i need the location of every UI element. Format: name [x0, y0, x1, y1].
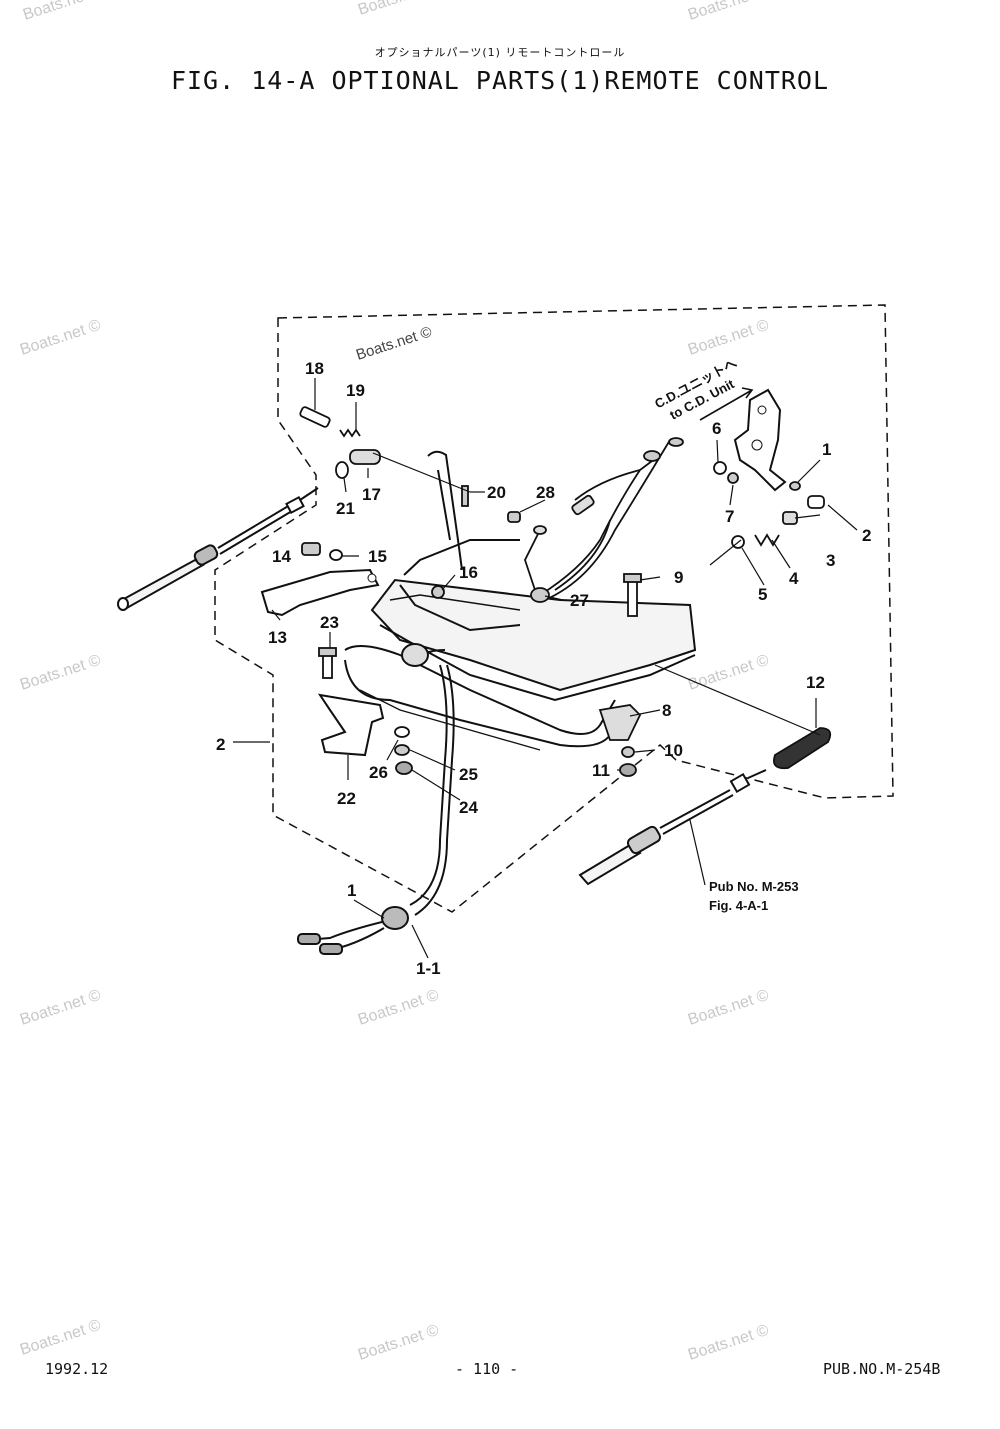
callout-7: 7 — [725, 507, 734, 526]
leader-lines — [233, 378, 858, 959]
callout-6: 6 — [712, 419, 721, 438]
bracket-hole — [367, 573, 377, 583]
pin-20 — [461, 485, 469, 507]
watermark: Boats.net © — [686, 1322, 771, 1364]
callout-8: 8 — [662, 701, 671, 720]
watermark-dark: Boats.net © — [354, 323, 434, 363]
watermark: Boats.net © — [686, 987, 771, 1029]
watermark: Boats.net © — [18, 987, 103, 1029]
callout-4: 4 — [789, 569, 799, 588]
mounting-frame — [399, 450, 521, 632]
callout-23: 23 — [320, 613, 339, 632]
callout-2-right: 2 — [862, 526, 871, 545]
spring-19 — [339, 428, 361, 438]
callout-14: 14 — [272, 547, 291, 566]
callout-1-1: 1-1 — [416, 959, 441, 978]
washer-26 — [394, 726, 410, 738]
callout-20: 20 — [487, 483, 506, 502]
callout-9: 9 — [674, 568, 683, 587]
watermark: Boats.net © — [21, 0, 106, 24]
watermark: Boats.net © — [686, 0, 771, 24]
clip-1 — [789, 481, 801, 491]
lower-shift-cable — [578, 769, 767, 886]
nut-24 — [395, 761, 413, 775]
callout-24: 24 — [459, 798, 478, 817]
watermark: Boats.net © — [356, 0, 441, 19]
washer-21 — [335, 461, 349, 479]
callout-12: 12 — [806, 673, 825, 692]
callout-13: 13 — [268, 628, 287, 647]
collar-3 — [782, 511, 798, 525]
callout-19: 19 — [346, 381, 365, 400]
washer-10 — [621, 746, 635, 758]
pin-18 — [299, 406, 331, 428]
bracket-hole — [751, 439, 763, 451]
subtitle-japanese: オプショナルパーツ(1) リモートコントロール — [374, 46, 626, 59]
figure-title: FIG. 14-A OPTIONAL PARTS(1)REMOTE CONTRO… — [170, 66, 830, 95]
page-header: オプショナルパーツ(1) リモートコントロール FIG. 14-A OPTION… — [0, 44, 1000, 95]
washer-25 — [394, 744, 410, 756]
pub-reference-line1: Pub No. M-253 — [709, 879, 799, 894]
collar-17 — [349, 449, 381, 465]
cd-unit-note: C.D.ユニットへ to C.D. Unit — [652, 355, 739, 422]
callout-15: 15 — [368, 547, 387, 566]
callout-labels: 18 19 17 21 20 28 14 15 16 13 23 2 26 25… — [216, 359, 871, 978]
callout-22: 22 — [337, 789, 356, 808]
cd-unit-harness — [524, 437, 684, 603]
watermark: Boats.net © — [686, 317, 771, 359]
callout-25: 25 — [459, 765, 478, 784]
bracket-22 — [317, 693, 385, 757]
grommet-12 — [773, 727, 832, 770]
engine-bottom-cowl — [344, 578, 697, 751]
nut-16 — [431, 585, 445, 599]
washer-15 — [329, 549, 343, 561]
callout-16: 16 — [459, 563, 478, 582]
pub-reference-line2: Fig. 4-A-1 — [709, 898, 768, 913]
cable-bracket-13 — [260, 568, 380, 617]
washer-6 — [713, 461, 727, 475]
callout-21: 21 — [336, 499, 355, 518]
footer-publication: PUB.NO.M-254B — [823, 1360, 941, 1378]
watermark: Boats.net © — [18, 1317, 103, 1359]
watermark: Boats.net © — [356, 987, 441, 1029]
watermark: Boats.net © — [356, 1322, 441, 1364]
watermark: Boats.net © — [18, 652, 103, 694]
arrow-to-cd-unit — [699, 387, 754, 421]
spring-4 — [754, 533, 780, 547]
callout-27: 27 — [570, 591, 589, 610]
callout-1-bottom: 1 — [347, 881, 356, 900]
footer-page-number: - 110 - — [455, 1360, 519, 1378]
bolt-14 — [301, 542, 321, 556]
screw-28 — [507, 511, 521, 523]
watermark: Boats.net © — [686, 652, 771, 694]
callout-2-left: 2 — [216, 735, 225, 754]
callout-17: 17 — [362, 485, 381, 504]
callout-10: 10 — [664, 741, 683, 760]
callout-1-top: 1 — [822, 440, 831, 459]
callout-3: 3 — [826, 551, 835, 570]
nut-11 — [619, 763, 637, 777]
callout-5: 5 — [758, 585, 767, 604]
watermark-layer: Boats.net © Boats.net © Boats.net © Boat… — [18, 0, 771, 1364]
bracket-hole — [757, 405, 767, 415]
wire-harness — [297, 643, 455, 955]
washer-7 — [727, 472, 739, 484]
callout-11: 11 — [592, 761, 610, 780]
callout-18: 18 — [305, 359, 324, 378]
callout-26: 26 — [369, 763, 388, 782]
upper-control-cable — [117, 487, 319, 611]
watermark: Boats.net © — [18, 317, 103, 359]
side-bracket — [733, 388, 787, 492]
bolt-9 — [627, 577, 638, 617]
clip-8 — [598, 704, 642, 741]
callout-28: 28 — [536, 483, 555, 502]
footer-date: 1992.12 — [45, 1360, 109, 1378]
pin-2 — [807, 495, 825, 509]
